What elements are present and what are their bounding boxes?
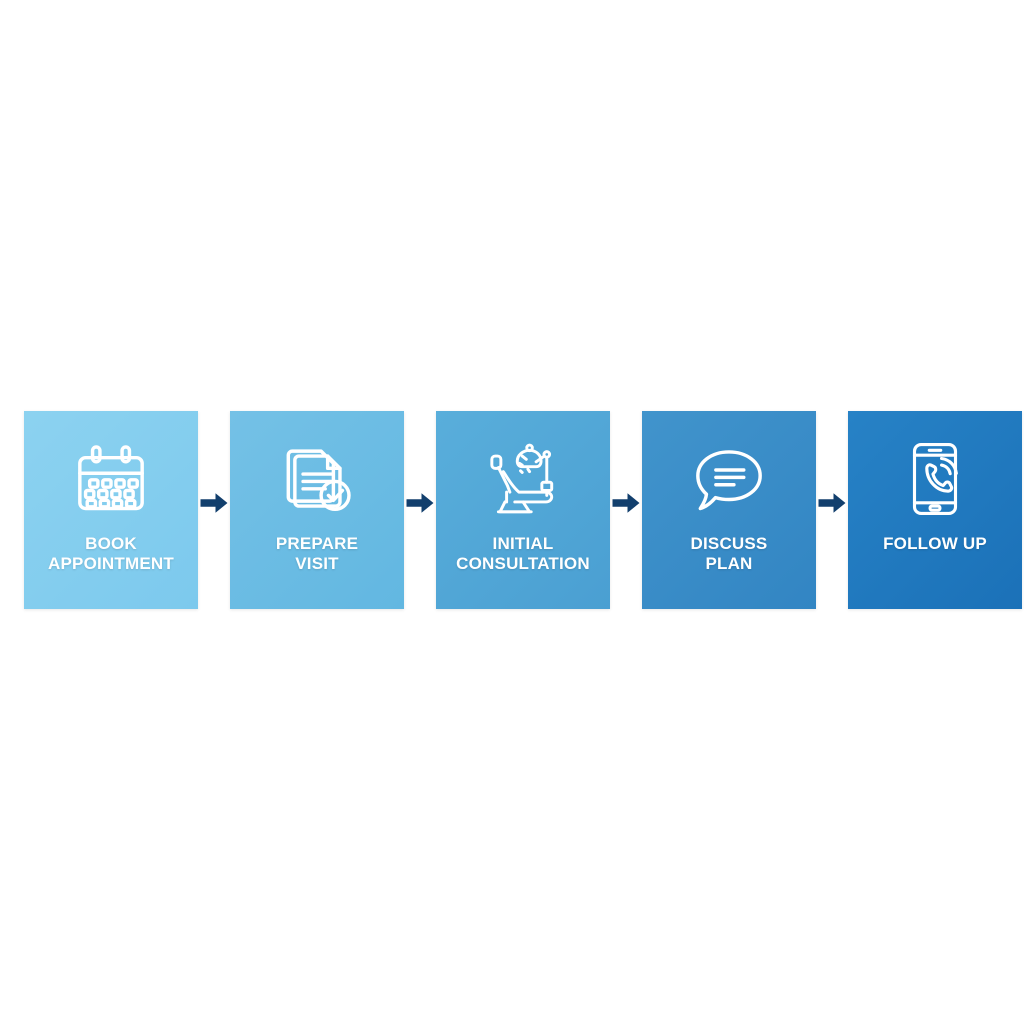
arrow-right-icon — [200, 493, 228, 513]
dental-chair-icon — [482, 438, 564, 520]
step-card-book-appointment[interactable]: BOOK APPOINTMENT — [24, 411, 198, 609]
connector-4 — [816, 411, 848, 609]
arrow-right-icon — [612, 493, 640, 513]
speech-bubble-icon — [688, 438, 770, 520]
connector-1 — [198, 411, 230, 609]
step-label: INITIAL CONSULTATION — [456, 534, 590, 573]
step-card-prepare-visit[interactable]: PREPARE VISIT — [230, 411, 404, 609]
connector-2 — [404, 411, 436, 609]
mobile-phone-call-icon — [894, 438, 976, 520]
step-label: PREPARE VISIT — [275, 534, 359, 573]
arrow-right-icon — [406, 493, 434, 513]
connector-3 — [610, 411, 642, 609]
step-card-discuss-plan[interactable]: DISCUSS PLAN — [642, 411, 816, 609]
step-label: BOOK APPOINTMENT — [48, 534, 174, 573]
document-check-icon — [276, 438, 358, 520]
step-label: DISCUSS PLAN — [690, 534, 768, 573]
calendar-icon — [70, 438, 152, 520]
arrow-right-icon — [818, 493, 846, 513]
process-flow-diagram: BOOK APPOINTMENT PREPARE VISIT — [24, 411, 1022, 609]
step-label: FOLLOW UP — [883, 534, 987, 553]
step-card-follow-up[interactable]: FOLLOW UP — [848, 411, 1022, 609]
step-card-initial-consultation[interactable]: INITIAL CONSULTATION — [436, 411, 610, 609]
